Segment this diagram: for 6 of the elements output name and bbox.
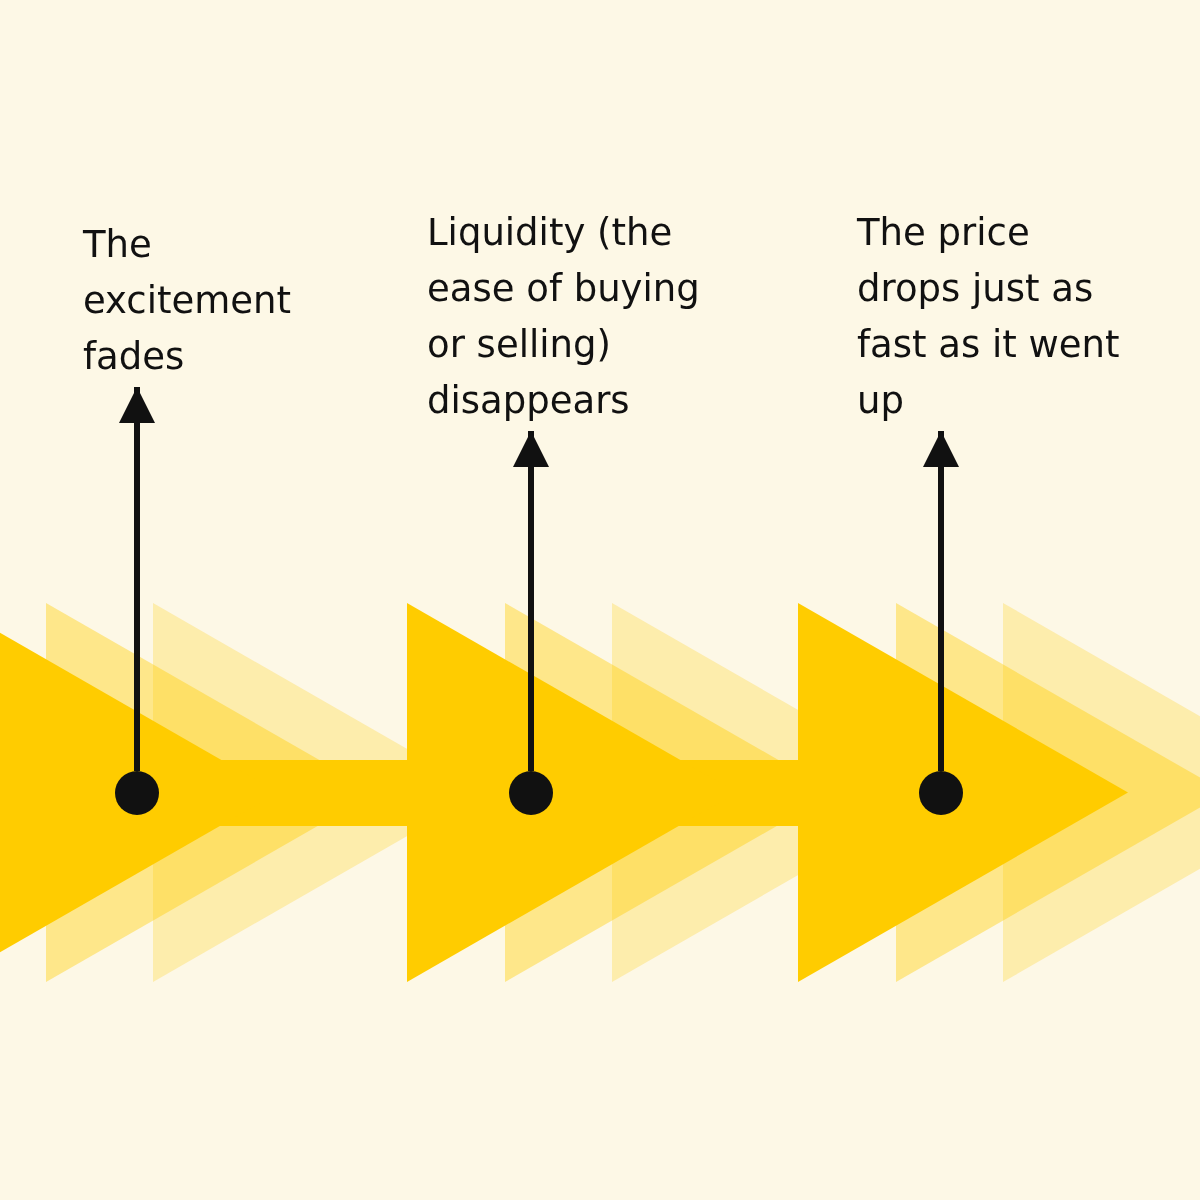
step-text: The excitement fades	[83, 217, 333, 385]
arrow	[119, 387, 155, 771]
arrow	[513, 431, 549, 771]
arrow	[923, 431, 959, 771]
step-text: The price drops just as fast as it went up	[857, 205, 1137, 429]
step-text: Liquidity (the ease of buying or selling) disappears	[427, 205, 737, 429]
